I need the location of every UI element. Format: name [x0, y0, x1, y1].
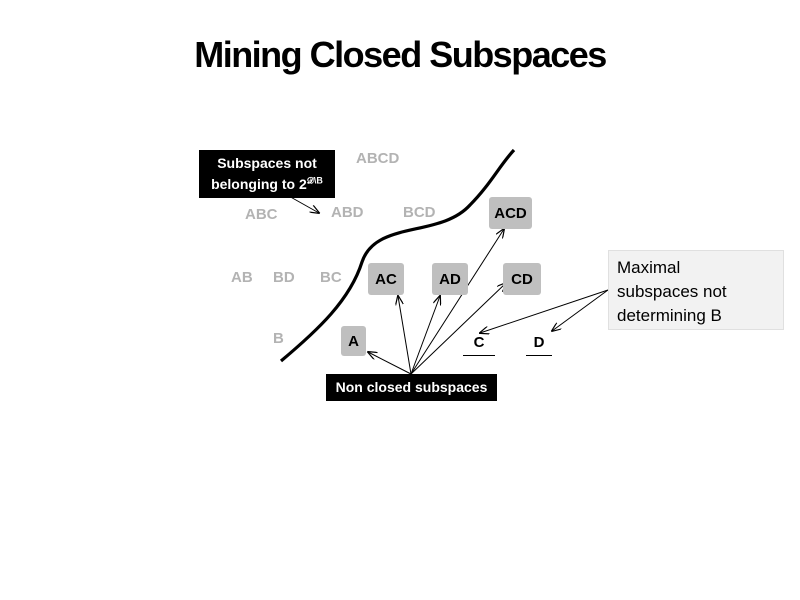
subspace-abcd: ABCD — [356, 150, 400, 167]
subspace-b: B — [273, 330, 284, 347]
not-belonging-line1: Subspaces not — [217, 155, 317, 171]
subspace-d: D — [526, 334, 552, 356]
arrow-to-acd — [410, 229, 504, 375]
maximal-line3: determining B — [617, 306, 722, 325]
subspace-abc: ABC — [245, 206, 278, 223]
subspace-ab: AB — [231, 269, 253, 286]
maximal-callout: Maximal subspaces not determining B — [608, 250, 784, 330]
arrow-to-cd — [410, 283, 506, 375]
arrow-to-ad — [410, 296, 440, 375]
subspace-cd: CD — [503, 263, 541, 295]
subspace-acd: ACD — [489, 197, 532, 229]
closure-boundary-curve — [279, 148, 516, 363]
non-closed-annotation: Non closed subspaces — [326, 374, 497, 401]
arrow-to-abd — [286, 194, 319, 213]
maximal-line2: subspaces not — [617, 282, 727, 301]
subspace-abd: ABD — [331, 204, 364, 221]
arrow-to-c — [480, 289, 609, 333]
arrow-to-a — [368, 352, 412, 375]
subspace-ac: AC — [368, 263, 404, 295]
not-belonging-line2: belonging to 2 — [211, 176, 307, 192]
not-belonging-annotation: Subspaces not belonging to 2𝒟\B — [199, 150, 335, 198]
slide-title: Mining Closed Subspaces — [194, 34, 607, 75]
not-belonging-superscript: 𝒟\B — [306, 175, 323, 186]
arrow-to-ac — [398, 296, 412, 375]
subspace-bc: BC — [320, 269, 342, 286]
subspace-a: A — [341, 326, 366, 356]
arrow-to-d — [552, 289, 609, 331]
maximal-line1: Maximal — [617, 258, 681, 277]
subspace-c: C — [463, 334, 495, 356]
subspace-bd: BD — [273, 269, 295, 286]
subspace-bcd: BCD — [403, 204, 436, 221]
subspace-ad: AD — [432, 263, 468, 295]
